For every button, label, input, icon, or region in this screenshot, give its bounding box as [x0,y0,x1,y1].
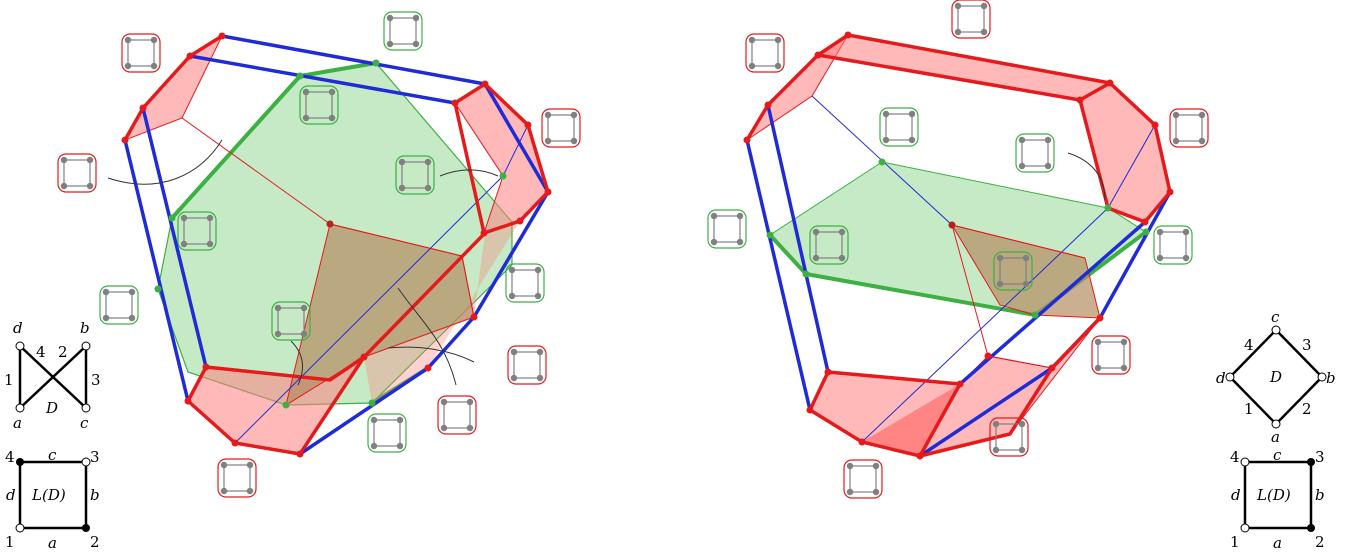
edge-label-1: 1 [4,371,14,389]
edge-label-1: 1 [1244,400,1254,418]
side-label-c: c [48,446,57,464]
state-glyph [217,458,257,498]
edge-label-4: 4 [36,343,46,361]
left-arrows [107,139,499,386]
left-red-facet-topleft [123,34,224,141]
side-label-d: d [1231,486,1241,504]
state-glyph [383,11,423,51]
left-line-graph-LD: L(D) a b c d 1 2 3 4 [5,446,100,552]
vertex-label-d: d [13,319,23,337]
state-glyph [99,285,139,325]
state-glyph [1015,133,1055,173]
right-red-facet-top [816,34,1112,101]
left-red-vertices [121,32,552,458]
vertex-label-c: c [1271,308,1280,326]
side-label-a: a [48,534,57,552]
corner-label-1: 1 [1230,533,1240,551]
vertex-label-a: a [1271,428,1280,446]
left-green-vertices [154,59,507,409]
edge-label-4: 4 [1244,336,1254,354]
side-label-a: a [1273,534,1282,552]
state-glyph [745,33,785,73]
state-glyph [57,153,97,193]
corner-label-2: 2 [1315,533,1325,551]
state-glyph [395,155,435,195]
digraph-name: D [45,399,58,417]
state-glyph [879,107,919,147]
state-glyph [951,0,991,39]
state-glyph [507,345,547,385]
digraph-name: D [1269,368,1282,386]
vertex-label-a: a [13,414,22,432]
state-glyph [1153,225,1193,265]
vertex-label-b: b [80,319,90,337]
state-glyph [299,85,339,125]
line-graph-name: L(D) [1256,486,1291,504]
corner-label-2: 2 [90,533,100,551]
left-red-facet-lowerright [364,221,520,403]
left-digraph-D: d b a c 1 2 3 4 D [4,319,101,432]
edge-label-3: 3 [1302,336,1312,354]
side-label-b: b [90,486,100,504]
state-glyphs [57,0,1209,499]
state-glyph [843,459,883,499]
side-label-c: c [1273,446,1282,464]
right-polytope [743,31,1174,460]
edge-label-2: 2 [1302,400,1312,418]
state-glyph [177,211,217,251]
edge-label-3: 3 [91,371,101,389]
corner-label-3: 3 [90,448,100,466]
state-glyph [367,413,407,453]
corner-label-4: 4 [5,448,15,466]
left-blue-edges [221,34,551,456]
corner-label-4: 4 [1230,448,1240,466]
left-polytope [107,32,552,458]
vertex-label-c: c [80,414,89,432]
state-glyph [1091,335,1131,375]
line-graph-name: L(D) [31,486,66,504]
edge-label-2: 2 [58,343,68,361]
corner-label-3: 3 [1315,448,1325,466]
left-red-edges [123,34,223,141]
state-glyph [1169,108,1209,148]
state-glyph [541,108,581,148]
state-glyph [437,395,477,435]
right-digraph-D: c b a d 1 2 3 4 D [1216,308,1336,446]
right-red-vertices [743,31,1174,460]
state-glyph [809,225,849,265]
state-glyph [993,251,1033,291]
right-line-graph-LD: L(D) a b c d 1 2 3 4 [1230,446,1325,552]
side-label-d: d [6,486,16,504]
state-glyph [505,263,545,303]
corner-label-1: 1 [5,533,15,551]
state-glyph [121,33,161,73]
state-glyph [989,417,1029,457]
vertex-label-b: b [1326,369,1336,387]
side-label-b: b [1315,486,1325,504]
state-glyph [707,209,747,249]
vertex-label-d: d [1216,369,1226,387]
state-glyph [271,301,311,341]
right-green-vertices [766,158,1150,319]
